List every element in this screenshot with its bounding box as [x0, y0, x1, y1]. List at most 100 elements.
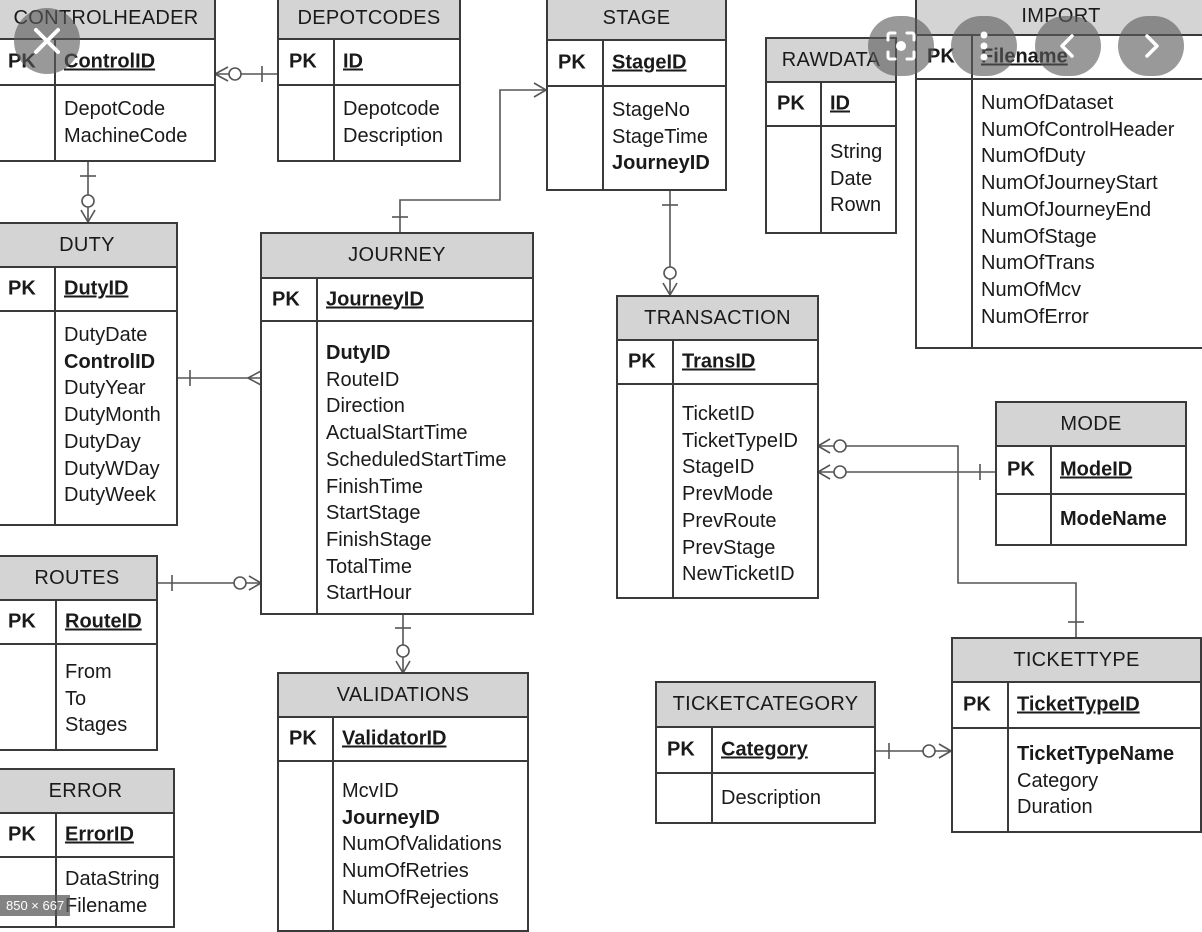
entity-title: TICKETTYPE [953, 639, 1200, 683]
field: Depotcode [343, 98, 440, 120]
field: Description [721, 787, 822, 809]
pk-field: ModeID [1060, 458, 1133, 481]
field: Date [830, 167, 873, 190]
entity-validations: VALIDATIONS PK ValidatorID McvID Journey… [277, 672, 529, 932]
more-options-button[interactable] [951, 16, 1017, 76]
pk-field: ID [830, 92, 850, 115]
pk-row: PK ValidatorID [279, 718, 527, 762]
entity-stage: STAGE PK StageID StageNo StageTime Journ… [546, 0, 727, 191]
pk-field: ControlID [64, 50, 156, 73]
pk-label: PK [272, 288, 300, 310]
pk-label: PK [8, 277, 36, 300]
entity-journey: JOURNEY PK JourneyID DutyID RouteID Dire… [260, 232, 534, 615]
entity-title: TRANSACTION [618, 297, 817, 341]
entity-duty: DUTY PK DutyID DutyDate ControlID DutyYe… [0, 222, 178, 526]
entity-title: JOURNEY [262, 234, 532, 279]
field: String [830, 141, 883, 163]
entity-error: ERROR PK ErrorID DataString Filename [0, 768, 175, 928]
field: MachineCode [64, 124, 188, 147]
field: ScheduledStartTime [326, 448, 507, 471]
field: NumOfJourneyStart [981, 172, 1158, 195]
field: DutyMonth [64, 404, 161, 427]
field: From [65, 661, 112, 683]
field: StartStage [326, 502, 421, 525]
pk-label: PK [777, 92, 805, 115]
relationship-ticketcategory-tickettype [875, 743, 952, 759]
chevron-right-icon [1145, 34, 1159, 58]
chevron-left-icon [1060, 34, 1074, 58]
pk-row: PK RouteID [0, 601, 156, 645]
field: TicketTypeID [682, 429, 798, 452]
field: StageNo [612, 99, 690, 121]
field: Filename [65, 894, 148, 917]
field: StageID [682, 456, 755, 479]
field: NumOfError [981, 305, 1089, 328]
pk-label: PK [289, 727, 317, 750]
pk-field: JourneyID [326, 288, 424, 310]
relationship-stage-journey [392, 82, 547, 232]
field: NumOfRetries [342, 860, 469, 883]
pk-label: PK [628, 350, 656, 373]
pk-field: TransID [682, 350, 756, 373]
close-button[interactable] [14, 8, 80, 74]
pk-label: PK [8, 610, 36, 633]
field: NumOfControlHeader [981, 118, 1175, 141]
relationship-controlheader-depotcodes [214, 66, 277, 82]
pk-row: PK StageID [548, 41, 725, 87]
field: PrevRoute [682, 509, 777, 532]
entity-routes: ROUTES PK RouteID From To Stages [0, 555, 158, 751]
field: NumOfDataset [981, 92, 1114, 114]
field: PrevMode [682, 483, 774, 506]
previous-button[interactable] [1035, 16, 1101, 76]
pk-row: PK JourneyID [262, 279, 532, 322]
pk-row: PK TicketTypeID [953, 683, 1200, 729]
field: NumOfTrans [981, 252, 1095, 275]
pk-field: ValidatorID [342, 727, 447, 750]
field: DutyDate [64, 324, 148, 346]
field: To [65, 687, 87, 710]
entity-ticketcategory: TICKETCATEGORY PK Category Description [655, 681, 876, 824]
next-button[interactable] [1118, 16, 1184, 76]
entity-title: TICKETCATEGORY [657, 683, 874, 728]
close-icon [34, 28, 60, 54]
pk-label: PK [8, 823, 36, 846]
entity-transaction: TRANSACTION PK TransID TicketID TicketTy… [616, 295, 819, 599]
pk-row: PK DutyID [0, 268, 176, 312]
relationship-controlheader-duty [80, 162, 96, 223]
lens-button[interactable] [868, 16, 934, 76]
entity-title: MODE [997, 403, 1185, 447]
more-vert-icon [980, 31, 988, 61]
pk-field: ID [343, 50, 363, 73]
relationship-duty-journey [177, 370, 262, 386]
pk-row: PK TransID [618, 341, 817, 385]
entity-title: DUTY [0, 224, 176, 268]
field: NumOfStage [981, 225, 1097, 248]
field: NumOfJourneyEnd [981, 198, 1152, 221]
relationship-transaction-mode [817, 464, 995, 480]
field: Category [1017, 769, 1099, 792]
lens-icon [886, 31, 916, 61]
relationship-transaction-tickettype [817, 438, 1084, 637]
relationship-routes-journey [157, 575, 262, 591]
field: ModeName [1060, 508, 1167, 530]
field: FinishStage [326, 528, 432, 551]
pk-label: PK [667, 738, 695, 761]
field: DataString [65, 868, 160, 890]
field: NumOfValidations [342, 833, 502, 856]
field: JourneyID [342, 806, 440, 829]
field: RouteID [326, 368, 400, 391]
field: NewTicketID [682, 563, 795, 586]
pk-field: Category [721, 738, 808, 761]
pk-label: PK [927, 45, 955, 68]
field: TicketTypeName [1017, 743, 1175, 765]
entity-title: ROUTES [0, 557, 156, 601]
pk-field: RouteID [65, 610, 142, 633]
field: DutyWDay [64, 457, 160, 480]
field: FinishTime [326, 475, 424, 498]
field: NumOfRejections [342, 886, 499, 909]
pk-row: PK ID [767, 83, 895, 127]
relationship-journey-validations [395, 614, 411, 674]
field: JourneyID [612, 152, 710, 175]
entity-title: VALIDATIONS [279, 674, 527, 718]
